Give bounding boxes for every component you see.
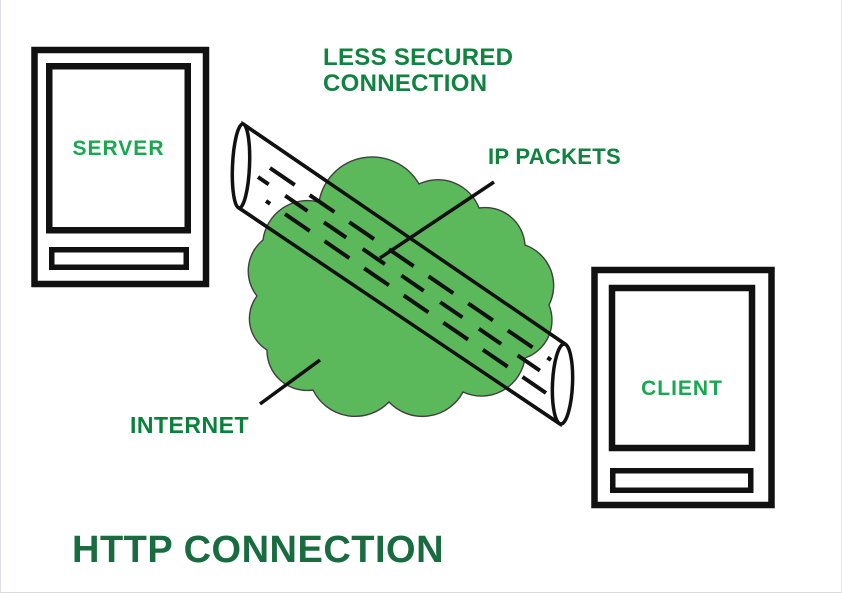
- internet-label: INTERNET: [130, 412, 249, 438]
- ip-packets-label: IP PACKETS: [488, 144, 621, 169]
- pipe-bottom-edge: [238, 206, 561, 426]
- server-slot: [49, 247, 189, 270]
- client-screen: [608, 284, 756, 452]
- server-monitor: [31, 46, 210, 288]
- packet-dash-lane-middle: [256, 175, 557, 383]
- client-slot: [610, 468, 754, 493]
- pipe-top-edge: [242, 122, 566, 346]
- packet-dash-lane-lower: [264, 199, 548, 395]
- client-monitor: [591, 266, 775, 509]
- server-label: SERVER: [72, 137, 165, 160]
- packet-dash-lane-upper: [268, 166, 553, 362]
- less-secured-caption: LESS SECURED CONNECTION: [323, 45, 513, 97]
- client-label: CLIENT: [641, 377, 723, 400]
- server-screen: [46, 63, 191, 234]
- page-title: HTTP CONNECTION: [72, 529, 445, 571]
- internet-leader-line: [258, 358, 322, 406]
- less-secured-caption-line2: CONNECTION: [323, 70, 488, 97]
- ip-packets-leader-line: [379, 180, 495, 260]
- less-secured-caption-line1: LESS SECURED: [323, 44, 514, 71]
- pipe-right-opening: [550, 342, 575, 426]
- pipe-left-opening: [230, 122, 252, 210]
